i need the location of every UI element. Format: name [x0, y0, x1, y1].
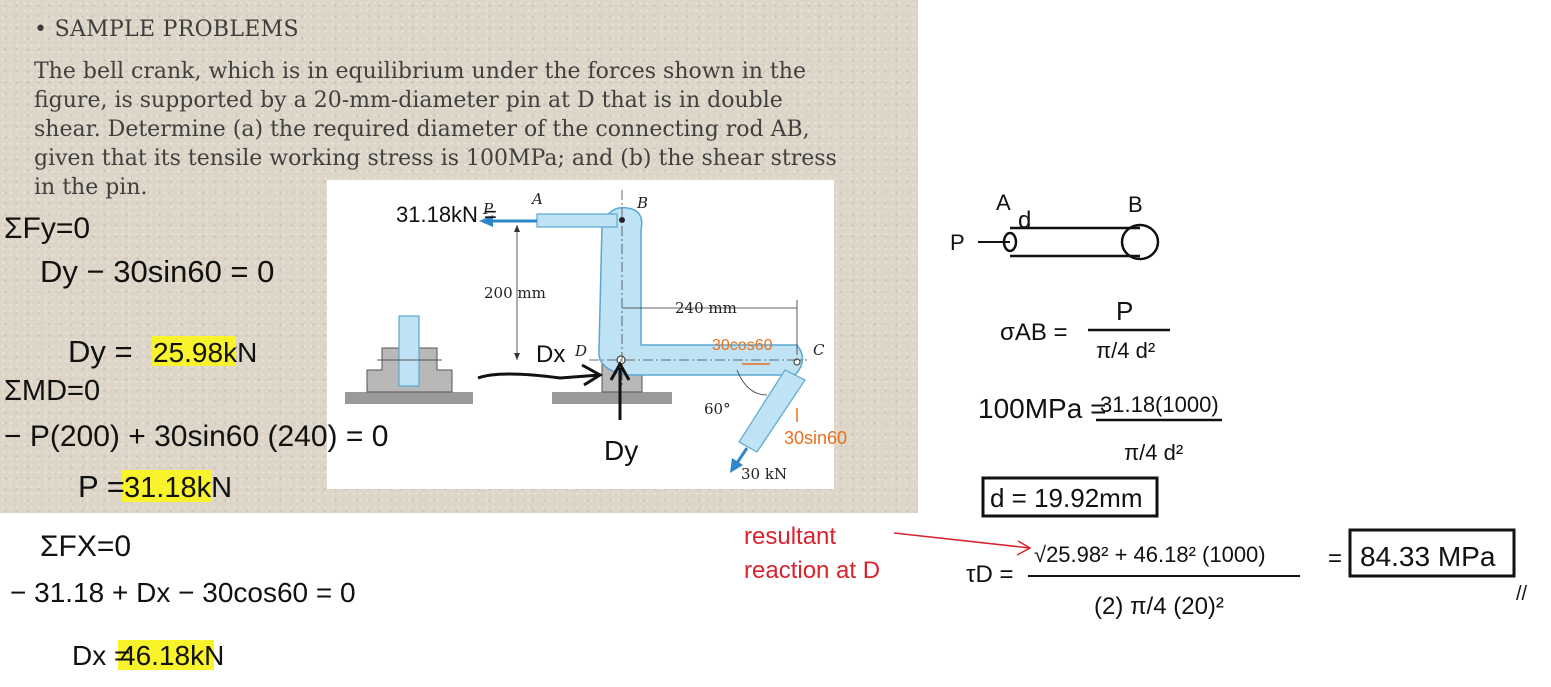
- hw-dy-value: 25.98kN: [153, 337, 257, 368]
- hw-note-arrow: [893, 532, 1031, 549]
- hw-stress-lhs: 100MPa =: [978, 393, 1106, 424]
- hw-rod-d: d: [1018, 207, 1031, 234]
- hw-p-label: P =: [78, 469, 125, 504]
- hw-tau-result-box: [1348, 528, 1516, 578]
- hw-stress-num: 31.18(1000): [1100, 392, 1219, 417]
- hw-note-arrowhead: [1016, 540, 1032, 556]
- load-arrowhead: [730, 458, 743, 473]
- fig-label-a: A: [530, 190, 543, 208]
- angle-arc: [736, 369, 768, 396]
- hw-dx-arrow: [477, 372, 601, 380]
- hw-tau-den: (2) π/4 (20)²: [1094, 593, 1224, 620]
- highlight-p: [122, 470, 212, 502]
- hw-note-line1: resultant: [744, 523, 836, 550]
- hw-dx-value: 46.18kN: [120, 640, 224, 671]
- problem-line: given that its tensile working stress is…: [34, 146, 837, 171]
- fig-label-b: B: [636, 194, 648, 212]
- ground-support: [552, 392, 672, 404]
- hw-rod-p: P: [950, 230, 965, 255]
- hw-rod-b: B: [1128, 192, 1143, 217]
- fig-dim-240: 240 mm: [675, 299, 737, 317]
- hw-d-result-box: [981, 476, 1159, 518]
- hw-sum-md: ΣMD=0: [4, 375, 100, 407]
- pin-c: [793, 358, 801, 366]
- hw-fig-dy: Dy: [604, 435, 638, 466]
- hw-tau-lhs: τD =: [966, 561, 1014, 588]
- slide-background: • SAMPLE PROBLEMS The bell crank, which …: [0, 0, 918, 513]
- slide-heading: • SAMPLE PROBLEMS: [34, 17, 299, 42]
- load-arrow: [735, 447, 749, 464]
- hw-note-line2: reaction at D: [744, 557, 880, 584]
- hw-fig-cos: 30cos60: [712, 337, 773, 354]
- hw-p-value: 31.18kN: [124, 472, 232, 504]
- hw-fig-sin: 30sin60: [784, 428, 847, 448]
- hw-sigma-num: P: [1116, 296, 1133, 326]
- hw-md-equation: − P(200) + 30sin60 (240) = 0: [4, 420, 388, 453]
- hw-fig-p-note: 31.18kN =: [396, 202, 497, 227]
- dim-200-tick-bottom: [514, 353, 520, 360]
- hw-check-mark: //: [1516, 583, 1528, 605]
- hw-tau-result: 84.33 MPa: [1360, 541, 1496, 572]
- problem-line: shear. Determine (a) the required diamet…: [34, 117, 810, 142]
- fig-label-d: D: [574, 342, 587, 360]
- hw-sum-fy: ΣFy=0: [4, 212, 90, 245]
- hw-sigma-lhs: σAB =: [1000, 319, 1068, 346]
- fig-load: 30 kN: [741, 465, 787, 483]
- side-view-base: [345, 392, 473, 404]
- fig-label-p: P: [482, 200, 494, 218]
- fig-dim-200: 200 mm: [484, 284, 546, 302]
- hw-sum-fx: ΣFX=0: [40, 530, 131, 563]
- highlight-dx: [118, 640, 214, 670]
- hw-sigma-den: π/4 d²: [1096, 338, 1155, 363]
- hw-rod-end: [1120, 223, 1160, 261]
- hw-fig-dx: Dx: [536, 341, 565, 368]
- hw-dx-label: Dx =: [72, 640, 130, 671]
- problem-line: The bell crank, which is in equilibrium …: [34, 59, 806, 84]
- hw-d-result: d = 19.92mm: [990, 483, 1142, 513]
- problem-line: figure, is supported by a 20-mm-diameter…: [34, 88, 783, 113]
- hw-dy-arrowhead: [609, 360, 631, 381]
- hw-fy-equation: Dy − 30sin60 = 0: [40, 254, 274, 289]
- hw-fx-equation: − 31.18 + Dx − 30cos60 = 0: [10, 577, 356, 608]
- hw-rod-a: A: [996, 190, 1011, 215]
- problem-statement: The bell crank, which is in equilibrium …: [34, 57, 894, 202]
- load-link: [738, 369, 806, 453]
- hw-dy-label: Dy =: [68, 334, 133, 369]
- hw-dx-arrowhead: [581, 363, 603, 387]
- pin-b: [619, 217, 625, 223]
- problem-line: in the pin.: [34, 175, 148, 200]
- side-view-rod: [398, 315, 420, 387]
- fig-label-c: C: [813, 341, 825, 359]
- force-p-arrowhead: [479, 215, 493, 227]
- hw-tau-num: √25.98² + 46.18² (1000): [1034, 542, 1266, 567]
- hw-tau-equals: =: [1328, 545, 1342, 572]
- fig-angle: 60°: [704, 400, 731, 418]
- bell-crank-figure: A B C D P 200 mm 240 mm 60° 30 kN: [327, 180, 834, 489]
- dim-200-tick-top: [514, 225, 520, 232]
- highlight-dy: [152, 336, 236, 366]
- hw-stress-den: π/4 d²: [1124, 440, 1183, 465]
